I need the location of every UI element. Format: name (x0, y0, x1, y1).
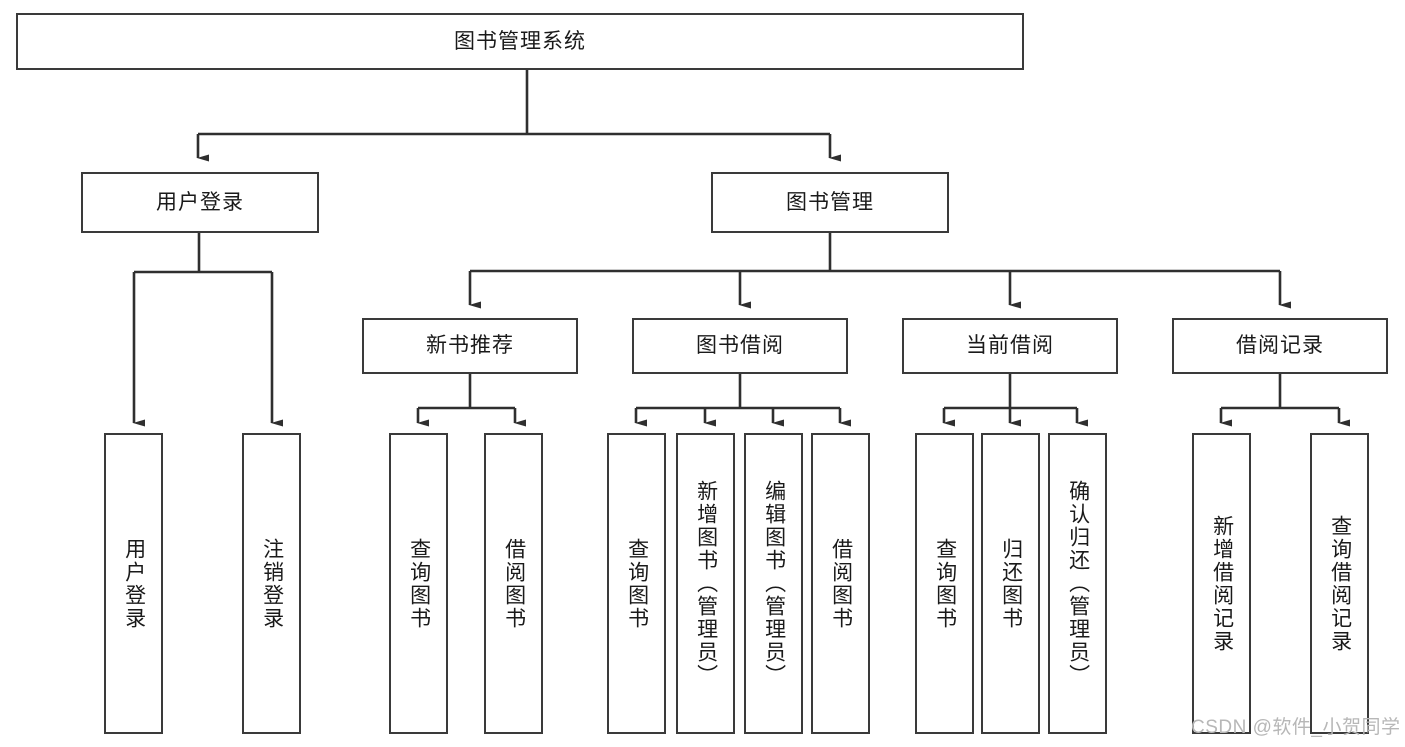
node-label: 查询图书 (625, 537, 649, 630)
node-label: 新增借阅记录 (1210, 514, 1234, 653)
node-label: 查询图书 (407, 537, 431, 630)
leaf-recommend-borrow-book[interactable]: 借阅图书 (484, 433, 543, 734)
node-label: 归还图书 (999, 537, 1023, 630)
node-borrow-record[interactable]: 借阅记录 (1172, 318, 1388, 374)
node-book-borrow[interactable]: 图书借阅 (632, 318, 848, 374)
node-label: 确认归还（管理员） (1066, 480, 1090, 687)
node-user-login[interactable]: 用户登录 (81, 172, 319, 233)
node-new-book-recommend[interactable]: 新书推荐 (362, 318, 578, 374)
node-label: 图书管理系统 (454, 29, 586, 53)
leaf-borrow-borrow-book[interactable]: 借阅图书 (811, 433, 870, 734)
leaf-current-query-book[interactable]: 查询图书 (915, 433, 974, 734)
leaf-current-return-book[interactable]: 归还图书 (981, 433, 1040, 734)
node-label: 图书管理 (786, 190, 874, 214)
leaf-record-add-record[interactable]: 新增借阅记录 (1192, 433, 1251, 734)
node-label: 查询借阅记录 (1328, 514, 1352, 653)
leaf-current-confirm-return-admin[interactable]: 确认归还（管理员） (1048, 433, 1107, 734)
node-label: 注销登录 (260, 537, 284, 630)
node-label: 编辑图书（管理员） (762, 480, 786, 687)
watermark: CSDN @软件_小贺同学 (1191, 717, 1401, 738)
leaf-borrow-add-book-admin[interactable]: 新增图书（管理员） (676, 433, 735, 734)
node-label: 借阅记录 (1236, 334, 1324, 358)
node-label: 用户登录 (122, 537, 146, 630)
leaf-borrow-query-book[interactable]: 查询图书 (607, 433, 666, 734)
leaf-borrow-edit-book-admin[interactable]: 编辑图书（管理员） (744, 433, 803, 734)
node-label: 新书推荐 (426, 334, 514, 358)
node-label: 当前借阅 (966, 334, 1054, 358)
node-current-borrow[interactable]: 当前借阅 (902, 318, 1118, 374)
node-label: 图书借阅 (696, 334, 784, 358)
node-label: 借阅图书 (502, 537, 526, 630)
node-label: 查询图书 (933, 537, 957, 630)
leaf-recommend-query-book[interactable]: 查询图书 (389, 433, 448, 734)
node-label: 借阅图书 (829, 537, 853, 630)
leaf-user-login-login[interactable]: 用户登录 (104, 433, 163, 734)
leaf-user-login-logout[interactable]: 注销登录 (242, 433, 301, 734)
node-root-system[interactable]: 图书管理系统 (16, 13, 1024, 70)
node-book-management[interactable]: 图书管理 (711, 172, 949, 233)
node-label: 用户登录 (156, 190, 244, 214)
leaf-record-query-record[interactable]: 查询借阅记录 (1310, 433, 1369, 734)
node-label: 新增图书（管理员） (694, 480, 718, 687)
